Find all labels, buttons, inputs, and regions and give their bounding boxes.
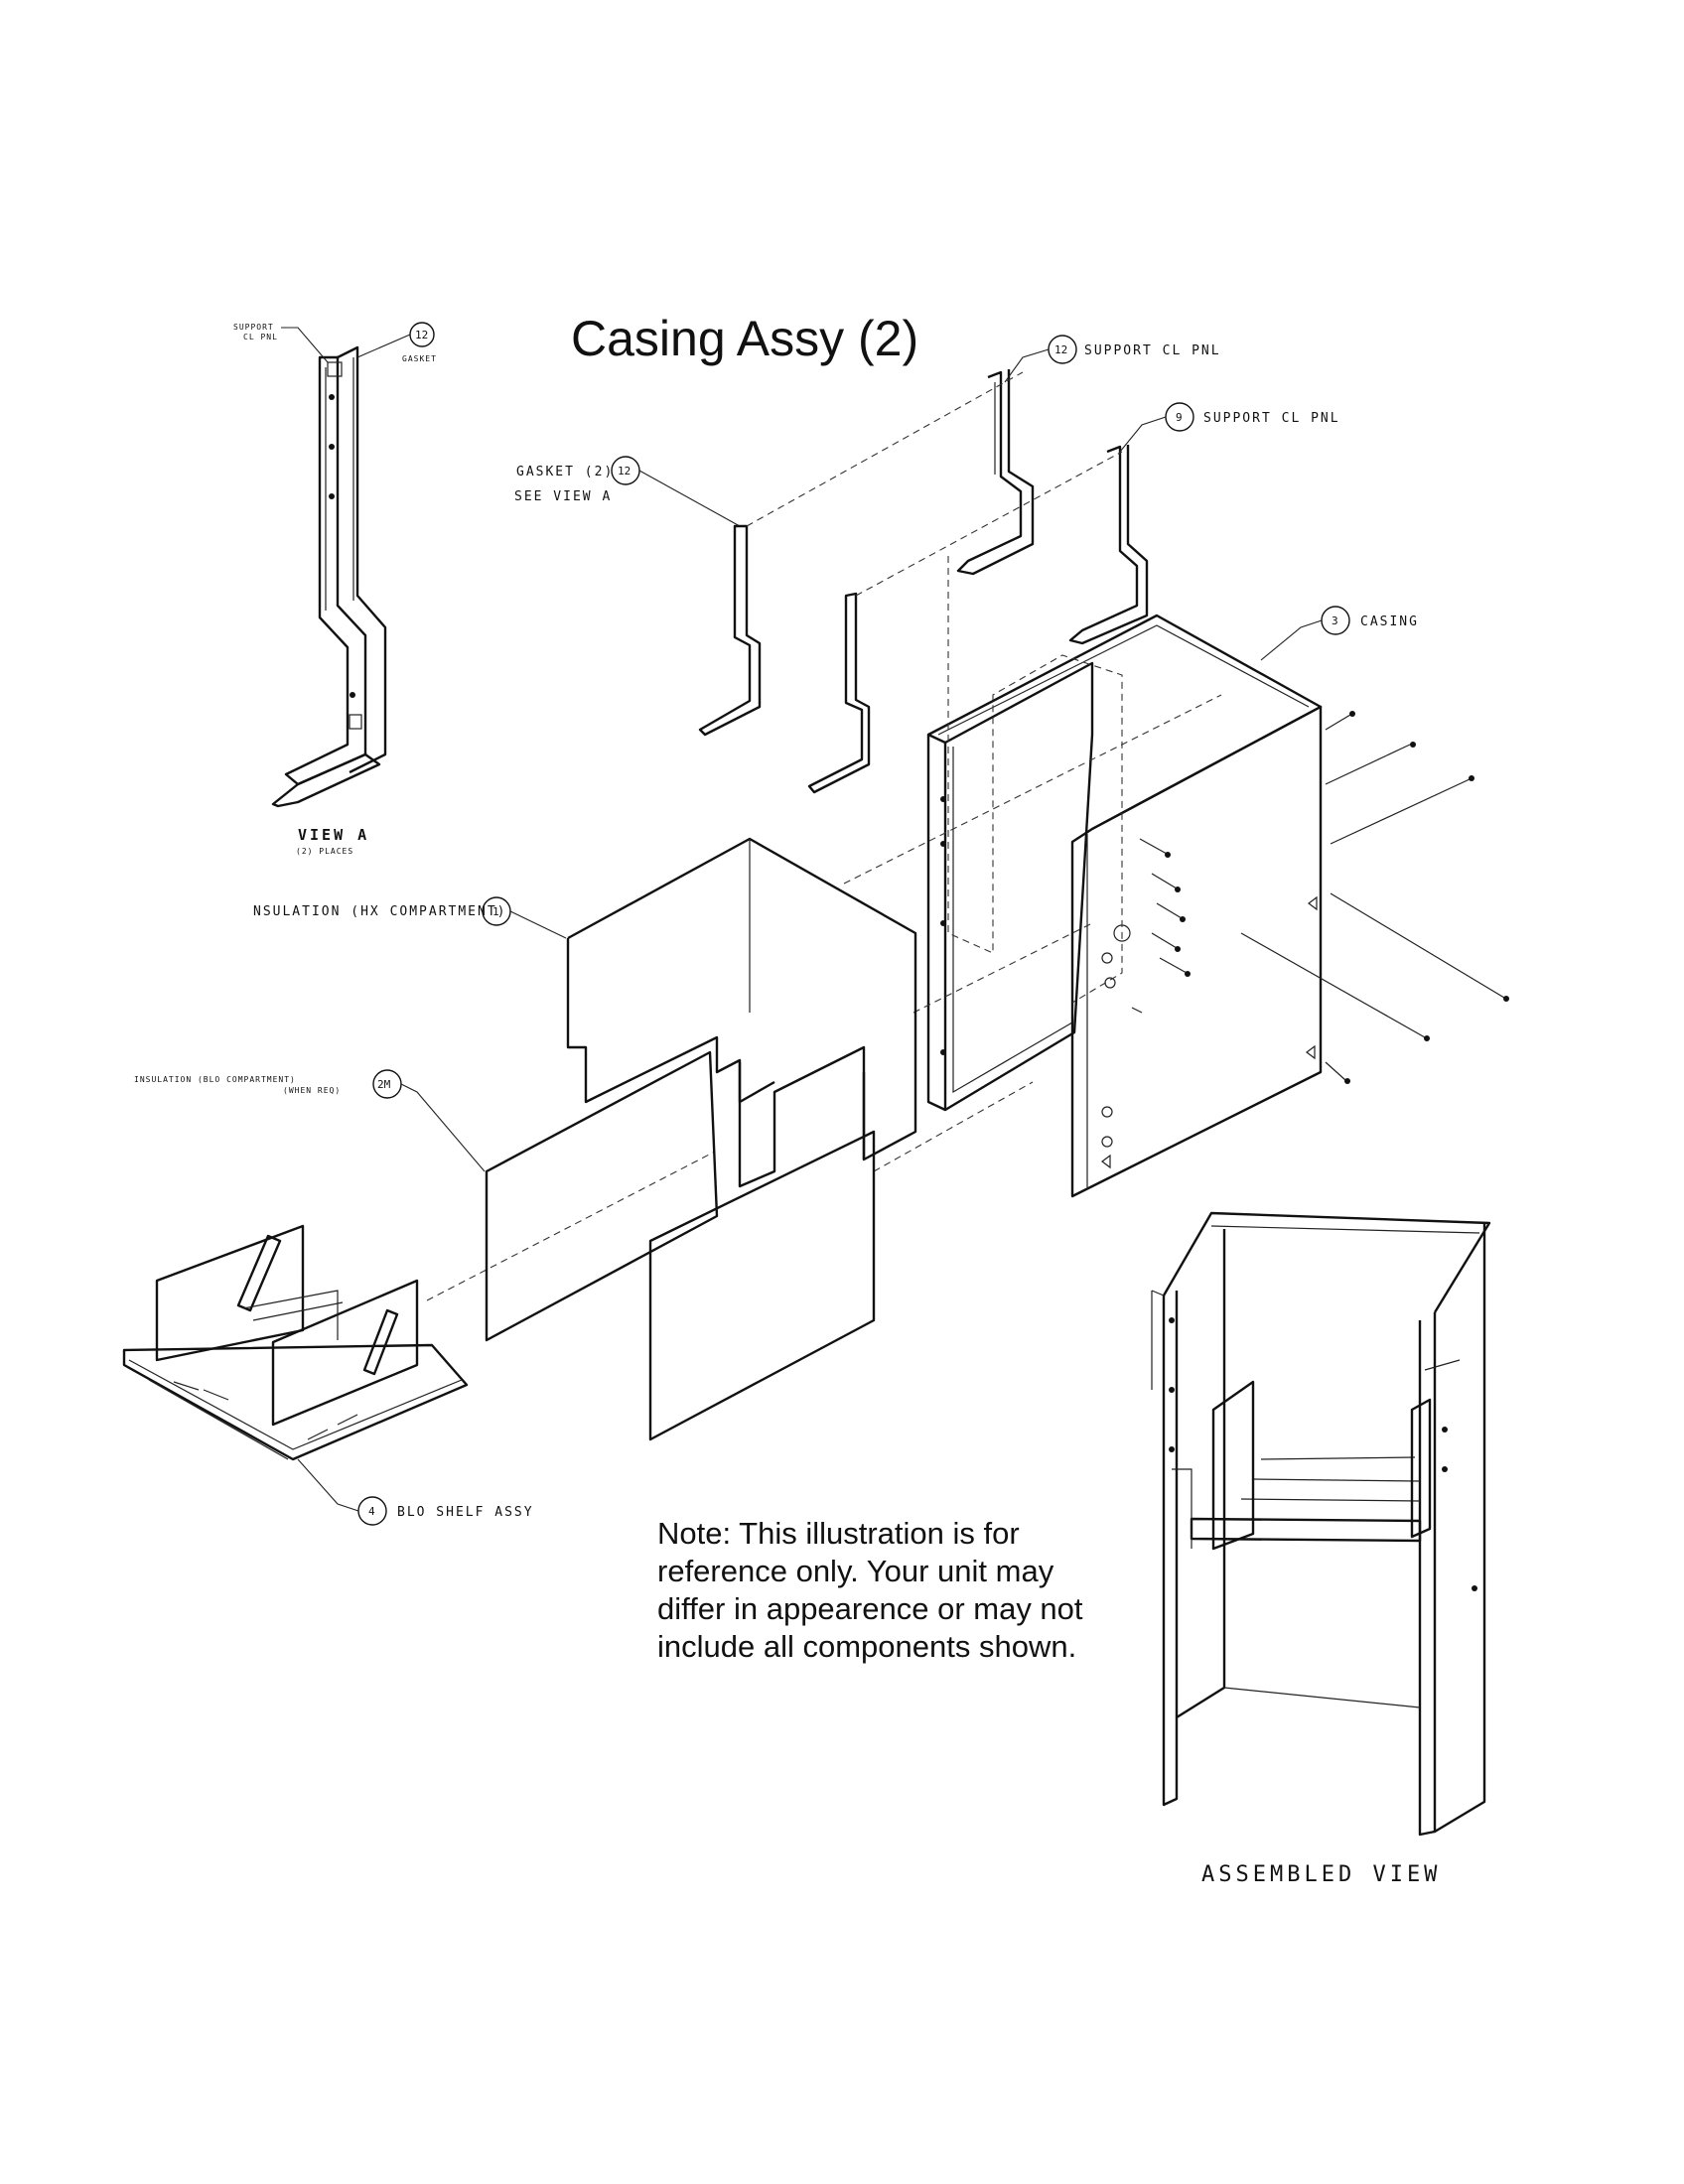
callout-9-label: SUPPORT CL PNL bbox=[1203, 411, 1340, 426]
callout-3-number: 3 bbox=[1332, 614, 1338, 627]
view-a-support-label-2: CL PNL bbox=[243, 333, 278, 341]
view-a-detail: SUPPORT CL PNL 12 GASKET VIEW A (2) PLAC… bbox=[233, 322, 437, 856]
callout-4-label: BLO SHELF ASSY bbox=[397, 1505, 534, 1520]
callout-12-label: SUPPORT CL PNL bbox=[1084, 343, 1221, 358]
note-line-4: include all components shown. bbox=[657, 1629, 1076, 1664]
support-cl-pnl-12 bbox=[956, 369, 1035, 576]
note-line-1: Note: This illustration is for bbox=[657, 1516, 1020, 1551]
page-title: Casing Assy (2) bbox=[571, 311, 918, 366]
note-line-2: reference only. Your unit may bbox=[657, 1554, 1054, 1588]
assembled-view bbox=[1151, 1211, 1491, 1837]
callout-3-label: CASING bbox=[1360, 614, 1419, 629]
view-a-gasket-label: GASKET bbox=[402, 354, 437, 363]
alignment-lines bbox=[426, 371, 1222, 1301]
assembled-view-label: ASSEMBLED VIEW bbox=[1201, 1862, 1441, 1887]
insulation-blo-compartment bbox=[485, 1050, 876, 1441]
gasket-sublabel: SEE VIEW A bbox=[514, 489, 612, 504]
gasket-callout-number: 12 bbox=[618, 465, 631, 478]
gasket-label: GASKET (2) bbox=[516, 465, 614, 479]
callout-2m-label-2: (WHEN REQ) bbox=[283, 1086, 341, 1095]
view-a-gasket-callout-number: 12 bbox=[415, 329, 428, 341]
blo-shelf-assy bbox=[122, 1224, 469, 1461]
callout-2m-number: 2M bbox=[377, 1078, 391, 1091]
view-a-title: VIEW A bbox=[298, 826, 369, 844]
screws bbox=[1131, 711, 1509, 1084]
callout-2m-label: INSULATION (BLO COMPARTMENT) bbox=[134, 1075, 296, 1084]
support-cl-pnl-9 bbox=[1068, 445, 1149, 645]
note-line-3: differ in appearence or may not bbox=[657, 1591, 1083, 1626]
view-a-subtitle: (2) PLACES bbox=[296, 847, 353, 856]
callout-4-number: 4 bbox=[368, 1505, 375, 1518]
reference-note: Note: This illustration is for reference… bbox=[657, 1516, 1083, 1664]
insulation-hx-compartment bbox=[566, 837, 917, 1188]
gasket-callout: GASKET (2) SEE VIEW A 12 bbox=[514, 456, 741, 527]
view-a-support-label: SUPPORT bbox=[233, 323, 274, 332]
callout-12-number: 12 bbox=[1054, 343, 1067, 356]
casing bbox=[926, 556, 1323, 1198]
callout-1-label: NSULATION (HX COMPARTMENT) bbox=[253, 904, 507, 919]
callout-9-number: 9 bbox=[1176, 411, 1183, 424]
gasket-strips bbox=[698, 524, 871, 794]
callout-1-number: 1 bbox=[492, 905, 499, 918]
